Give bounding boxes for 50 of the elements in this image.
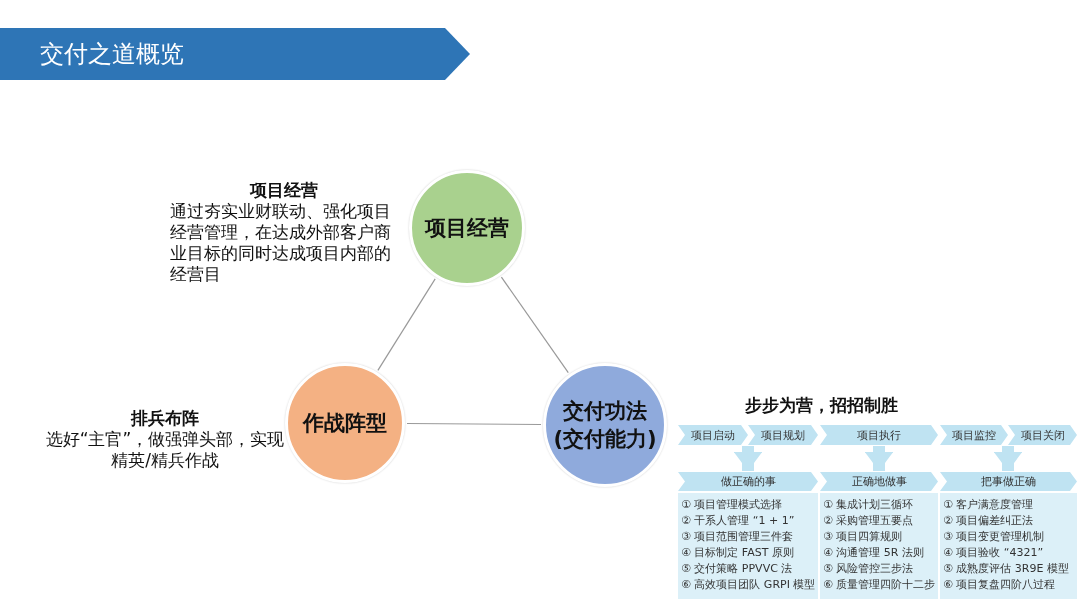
chevron-step — [1008, 425, 1077, 445]
heading: 项目经营 — [248, 180, 319, 201]
list-panel — [820, 493, 938, 599]
heading: 排兵布阵 — [129, 408, 200, 429]
connector-line — [377, 278, 436, 372]
list-item: ② 采购管理五要点 — [823, 513, 915, 529]
list-item: ④ 沟通管理 5R 法则 — [823, 545, 925, 561]
node-label: 项目关闭 — [1020, 427, 1065, 443]
chevron-step — [678, 425, 748, 445]
node-label: 项目监控 — [952, 427, 996, 443]
list-item: ⑤ 风险管控三步法 — [823, 561, 915, 577]
list-item: ④ 项目验收 “4321” — [943, 545, 1045, 561]
list-item: ③ 项目四算规则 — [823, 529, 904, 545]
list-item: ⑥ 质量管理四阶十二步 — [823, 577, 935, 593]
node-label: 项目启动 — [691, 427, 735, 443]
chevron-step — [940, 425, 1008, 445]
list-item: ⑥ 项目复盘四阶八过程 — [943, 577, 1057, 593]
list-item: ① 集成计划三循环 — [823, 497, 915, 513]
node-label: 作战阵型 — [303, 410, 387, 437]
chevron-step — [940, 472, 1077, 491]
connector-line — [406, 422, 542, 426]
description: 选好“主官”，做强弹头部，实现精英/精兵作战 — [45, 429, 285, 471]
list-panel — [940, 493, 1077, 599]
list-item: ② 干系人管理 “1 + 1” — [681, 513, 796, 529]
description: 通过夯实业财联动、强化项目经营管理，在达成外部客户商业目标的同时达成项目内部的经营目 — [170, 201, 392, 285]
list-panel — [678, 493, 818, 599]
node-label: (交付能力) — [553, 426, 657, 453]
node-label: 正确地做事 — [851, 474, 907, 489]
chevron-step — [678, 472, 818, 491]
list-item: ④ 目标制定 FAST 原则 — [681, 545, 795, 561]
list-item: ③ 项目变更管理机制 — [943, 529, 1046, 545]
chevron-step — [748, 425, 818, 445]
node-label: 把事做正确 — [981, 474, 1036, 489]
list-item: ① 客户满意度管理 — [943, 497, 1035, 513]
chevron-step — [820, 425, 938, 445]
title: 交付之道概览 — [40, 39, 184, 70]
node-label: 做正确的事 — [720, 474, 776, 489]
node-label: 项目经营 — [425, 215, 509, 242]
section-heading: 步步为营，招招制胜 — [745, 394, 898, 417]
list-item: ⑤ 成熟度评估 3R9E 模型 — [943, 561, 1070, 577]
list-item: ② 项目偏差纠正法 — [943, 513, 1035, 529]
node-label: 项目执行 — [857, 427, 901, 443]
connector-line — [500, 276, 569, 374]
node-label: 交付功法 — [563, 398, 647, 425]
list-item: ⑥ 高效项目团队 GRPI 模型 — [681, 577, 815, 593]
list-item: ③ 项目范围管理三件套 — [681, 529, 795, 545]
list-item: ① 项目管理模式选择 — [681, 497, 784, 513]
chevron-step — [820, 472, 938, 491]
node-label: 项目规划 — [761, 427, 805, 443]
list-item: ⑤ 交付策略 PPVVC 法 — [681, 561, 794, 577]
